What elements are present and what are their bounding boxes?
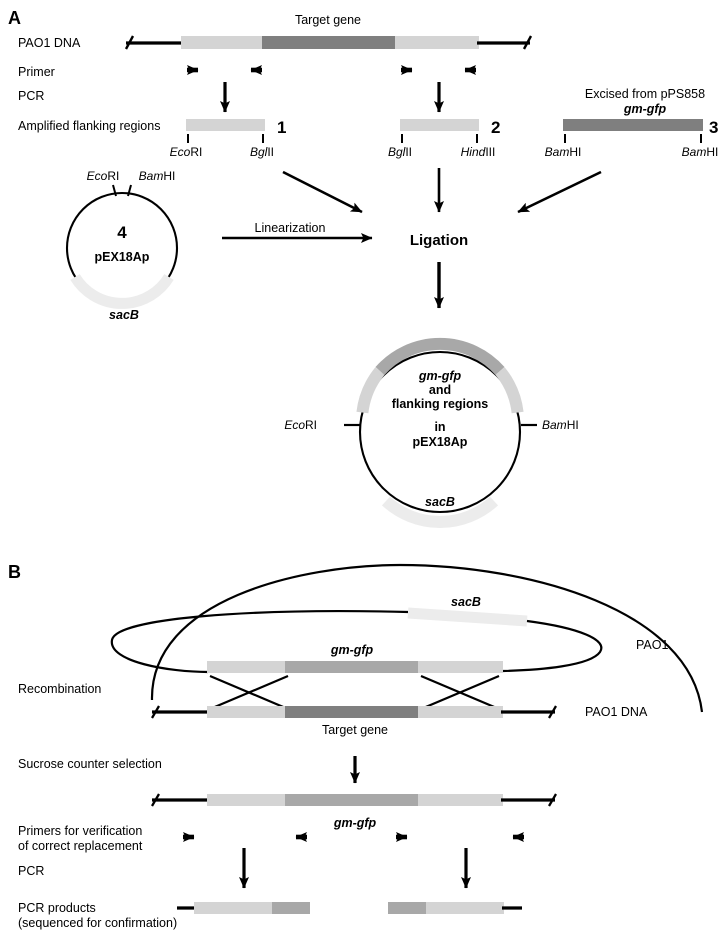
pao1-dna-label-b: PAO1 DNA — [585, 705, 648, 719]
verify-primers-label-line1: Primers for verification — [18, 824, 142, 838]
plasmid-number-4: 4 — [117, 223, 127, 242]
row-label-pcr: PCR — [18, 89, 44, 103]
plasmid-construct: EcoRI BamHI gm-gfp and flanking regions … — [284, 337, 579, 528]
gm-gfp-label-b2: gm-gfp — [333, 816, 377, 830]
target-gene-bar-a — [262, 36, 396, 49]
flank-left-a — [181, 36, 263, 49]
pao1-dna-track — [124, 35, 533, 50]
ligation-label: Ligation — [410, 232, 468, 249]
panel-b-label: B — [8, 562, 21, 582]
pao1-dna-track-b — [151, 705, 557, 719]
construct-gm-gfp-label: gm-gfp — [418, 369, 462, 383]
pcr-product-left — [177, 902, 310, 914]
site-frag2-right: HindIII — [461, 145, 496, 159]
panel-a-label: A — [8, 8, 21, 28]
sacb-label-b: sacB — [451, 595, 481, 609]
construct-sacb-label: sacB — [425, 495, 455, 509]
sucrose-selection-label: Sucrose counter selection — [18, 757, 162, 771]
site-frag3-left: BamHI — [545, 145, 582, 159]
construct-and-label: and — [429, 383, 451, 397]
site-frag1-right: BglII — [250, 145, 274, 159]
target-gene-label-a: Target gene — [295, 13, 361, 27]
pcr-products-label-line1: PCR products — [18, 901, 96, 915]
pcr-product-right — [388, 902, 522, 914]
plasmid-sacb-label: sacB — [109, 308, 139, 322]
target-gene-label-b: Target gene — [322, 723, 388, 737]
plasmid-site-ecori: EcoRI — [87, 169, 120, 183]
pcr-arrows-b — [239, 848, 471, 889]
fragment-3-number: 3 — [709, 118, 718, 137]
pao1-label: PAO1 — [636, 638, 668, 652]
fragment-3: 3 BamHI BamHI — [545, 118, 719, 159]
construct-vector-label: pEX18Ap — [413, 435, 468, 449]
fragment-2: 2 BglII HindIII — [388, 118, 500, 159]
site-frag2-left: BglII — [388, 145, 412, 159]
pao1-chromosome-arc — [150, 563, 704, 713]
replaced-locus-track — [151, 793, 557, 807]
verify-primers-label-line2: of correct replacement — [18, 839, 143, 853]
construct-site-bamhi: BamHI — [542, 418, 579, 432]
flank-right-a — [395, 36, 479, 49]
donor-construct-bar — [207, 661, 503, 673]
linearization-label: Linearization — [255, 221, 326, 235]
excised-title: Excised from pPS858 — [585, 87, 705, 101]
plasmid-site-bamhi: BamHI — [139, 169, 176, 183]
linearization-arrow: Linearization — [222, 221, 373, 243]
fragment-1-number: 1 — [277, 118, 286, 137]
site-frag3-right: BamHI — [682, 145, 719, 159]
plasmid-loop-b: sacB — [110, 595, 603, 674]
row-label-amplified: Amplified flanking regions — [18, 119, 160, 133]
pcr-products-label-line2: (sequenced for confirmation) — [18, 916, 177, 930]
gm-gfp-label-b: gm-gfp — [330, 643, 374, 657]
plasmid-pex18ap: EcoRI BamHI 4 pEX18Ap sacB — [65, 169, 179, 322]
fragment-1: 1 EcoRI BglII — [170, 118, 287, 159]
construct-in-label: in — [434, 420, 445, 434]
site-frag1-left: EcoRI — [170, 145, 203, 159]
pcr-arrows-a — [220, 82, 444, 113]
construct-site-ecori: EcoRI — [284, 418, 317, 432]
plasmid-name-pex18ap: pEX18Ap — [95, 250, 150, 264]
fragment-2-number: 2 — [491, 118, 500, 137]
row-label-pao1-dna: PAO1 DNA — [18, 36, 81, 50]
recombination-label: Recombination — [18, 682, 101, 696]
row-label-primer: Primer — [18, 65, 55, 79]
ligation-input-arrows — [282, 168, 602, 214]
pcr-label-b: PCR — [18, 864, 44, 878]
construct-flanking-label: flanking regions — [392, 397, 489, 411]
excised-gene-label: gm-gfp — [623, 102, 667, 116]
crossover-lines — [209, 674, 500, 711]
